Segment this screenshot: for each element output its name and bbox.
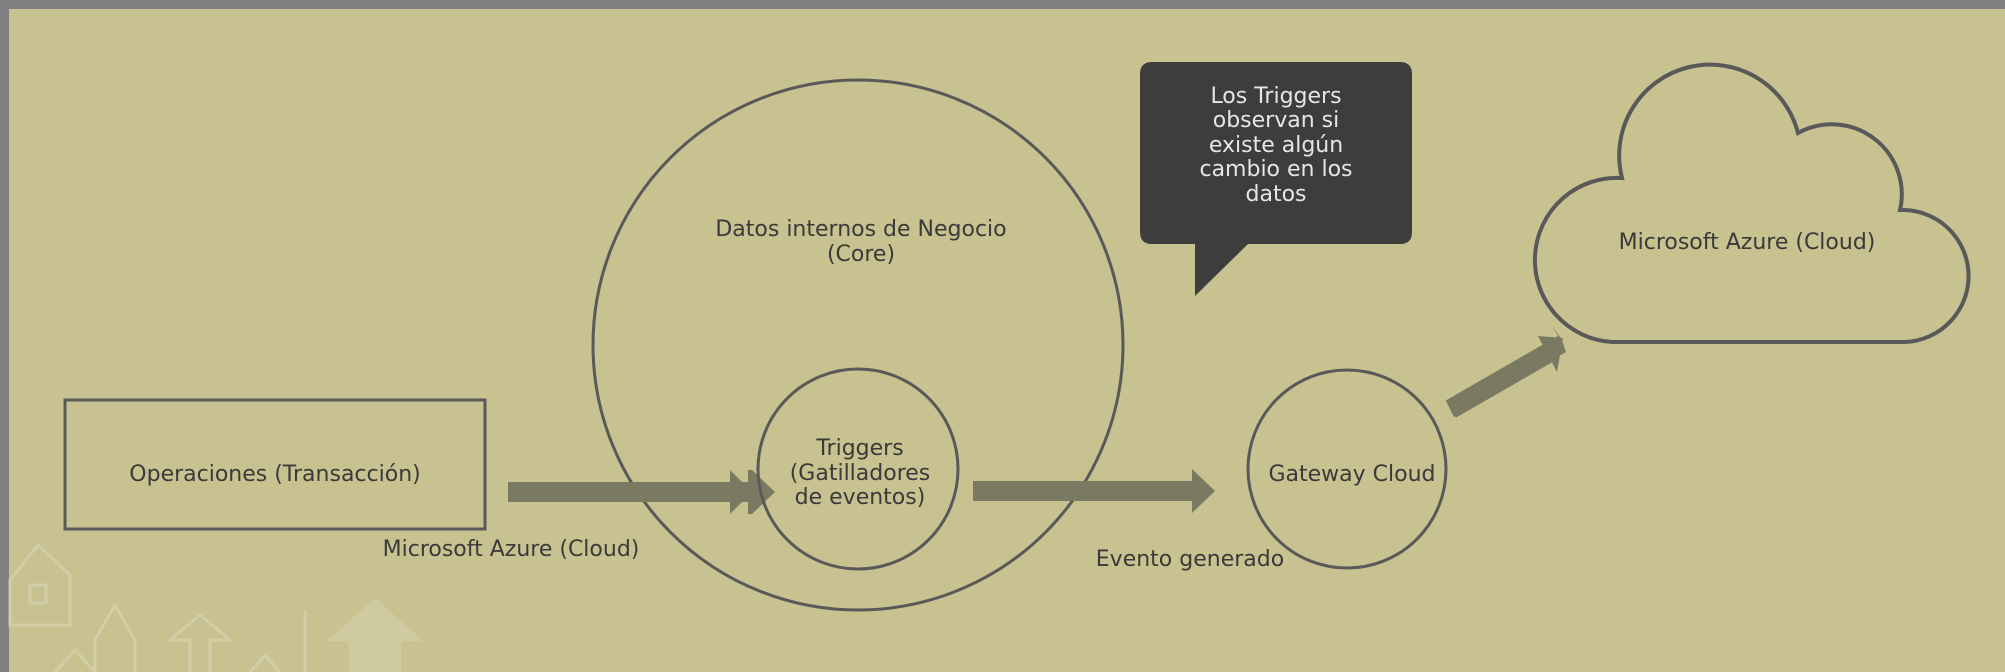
gateway-circle: [1246, 368, 1448, 570]
callout-line5: datos: [1246, 182, 1307, 207]
core-label-line1: Datos internos de Negocio: [715, 217, 1006, 242]
triggers-label-line1: Triggers: [815, 436, 903, 461]
gateway-caption: Evento generado: [1096, 547, 1284, 572]
callout-line1: Los Triggers: [1210, 84, 1341, 109]
operations-label: Operaciones (Transacción): [129, 462, 420, 487]
core-circle: [591, 78, 1125, 612]
triggers-circle: [756, 367, 960, 571]
arrow-gateway-to-cloud: [1446, 326, 1566, 418]
callout-line2: observan si: [1213, 108, 1339, 133]
callout-line3: existe algún: [1209, 133, 1343, 158]
cloud-shape: [1532, 62, 1971, 344]
gateway-label: Gateway Cloud: [1268, 462, 1435, 487]
callout-bubble: Los Triggers observan si existe algún ca…: [1140, 62, 1412, 296]
callout-line4: cambio en los: [1199, 157, 1352, 182]
triggers-label-line3: de eventos): [795, 485, 926, 510]
house-and-arrows-doodle-icon: [8, 542, 424, 672]
operations-box: [63, 398, 487, 531]
core-label-line2: (Core): [827, 242, 895, 267]
triggers-label-line2: (Gatilladores: [790, 461, 931, 486]
operations-caption: Microsoft Azure (Cloud): [383, 537, 640, 562]
cloud-label: Microsoft Azure (Cloud): [1619, 230, 1876, 255]
arrow-triggers-to-gateway: [973, 469, 1215, 513]
